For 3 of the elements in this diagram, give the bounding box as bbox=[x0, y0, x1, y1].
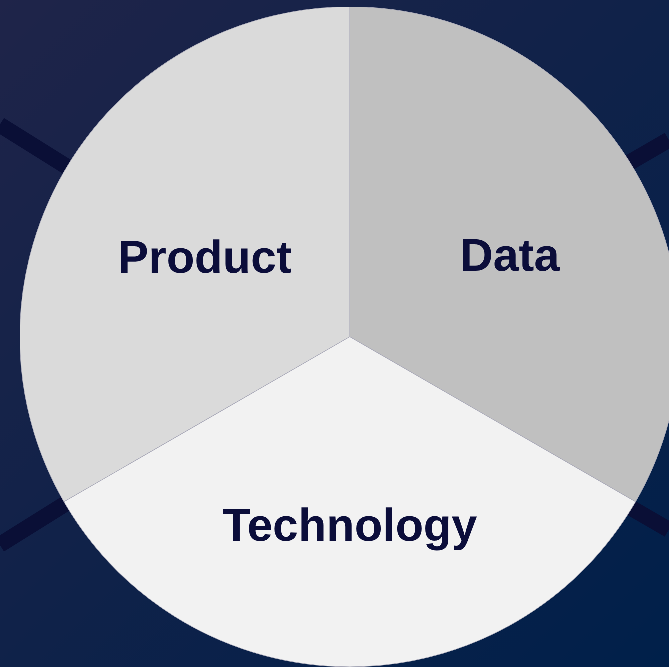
sector-label: Technology bbox=[222, 498, 478, 552]
sector-label: Data bbox=[460, 228, 560, 282]
sector-label: Product bbox=[118, 230, 292, 284]
